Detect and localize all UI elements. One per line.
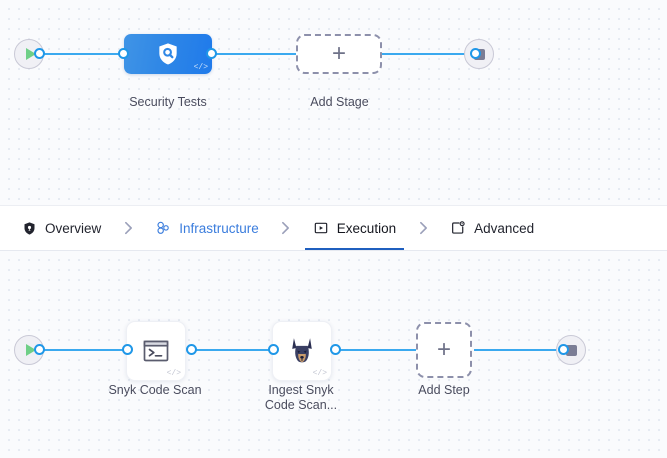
plus-icon: +: [436, 336, 451, 363]
step-label-ingest-snyk-code-scan: Ingest Snyk Code Scan...: [264, 383, 338, 412]
add-step-button[interactable]: +: [416, 322, 472, 378]
code-badge: </>: [193, 63, 208, 72]
tab-overview-label: Overview: [45, 220, 102, 236]
stages-canvas[interactable]: </> Security Tests + Add Stage: [0, 0, 667, 205]
port-security-tests-in[interactable]: [118, 48, 129, 59]
port-snyk-code-scan-in[interactable]: [122, 344, 133, 355]
terminal-icon: [143, 340, 169, 362]
port-ingest-snyk-in[interactable]: [268, 344, 279, 355]
tab-execution-label: Execution: [336, 220, 397, 236]
steps-canvas[interactable]: </> Snyk Code Scan </>: [0, 251, 667, 458]
step-label-snyk-code-scan: Snyk Code Scan: [108, 383, 202, 397]
port-stages-end-in[interactable]: [470, 48, 481, 59]
shield-search-icon: [159, 43, 177, 65]
tab-execution[interactable]: Execution: [299, 206, 410, 250]
play-icon: [25, 344, 36, 356]
port-security-tests-out[interactable]: [206, 48, 217, 59]
play-box-icon: [313, 220, 329, 236]
code-badge: </>: [312, 369, 327, 378]
tab-separator-3: [410, 206, 436, 250]
port-steps-end-in[interactable]: [558, 344, 569, 355]
port-snyk-code-scan-out[interactable]: [186, 344, 197, 355]
play-icon: [25, 48, 36, 60]
stages-start-node[interactable]: [14, 39, 44, 69]
add-stage-label: Add Stage: [310, 95, 369, 109]
port-ingest-snyk-out[interactable]: [330, 344, 341, 355]
wire-start-to-security-tests: [38, 53, 134, 55]
stage-node-security-tests[interactable]: </>: [124, 34, 212, 74]
shield-icon: [22, 221, 37, 236]
wire-add-step-to-end: [474, 349, 562, 351]
wire-start-to-snyk-code-scan: [38, 349, 128, 351]
code-badge: </>: [166, 369, 181, 378]
pipeline-tabbar[interactable]: Overview Infrastructure: [0, 205, 667, 251]
stage-label-security-tests: Security Tests: [129, 95, 207, 109]
tab-advanced-label: Advanced: [474, 220, 535, 236]
tab-overview[interactable]: Overview: [8, 206, 115, 250]
wire-add-stage-to-end: [382, 53, 474, 55]
cluster-nodes-icon: [155, 220, 171, 236]
port-steps-start-out[interactable]: [34, 344, 45, 355]
plus-icon: +: [331, 40, 346, 67]
port-stages-start-out[interactable]: [34, 48, 45, 59]
card-gear-icon: [450, 220, 466, 236]
snyk-doberman-icon: [292, 338, 312, 363]
wire-ingest-to-add-step: [338, 349, 418, 351]
step-node-ingest-snyk-code-scan[interactable]: </>: [272, 321, 332, 381]
wire-snyk-code-scan-to-ingest: [190, 349, 276, 351]
add-step-label: Add Step: [418, 383, 470, 397]
tab-separator-1: [115, 206, 141, 250]
stop-icon: [565, 344, 577, 356]
add-stage-button[interactable]: +: [296, 34, 382, 74]
tab-infrastructure[interactable]: Infrastructure: [141, 206, 273, 250]
step-node-snyk-code-scan[interactable]: </>: [126, 321, 186, 381]
tab-infrastructure-label: Infrastructure: [179, 220, 259, 236]
wire-security-tests-to-add-stage: [210, 53, 302, 55]
tab-advanced[interactable]: Advanced: [436, 206, 548, 250]
tab-separator-2: [273, 206, 299, 250]
